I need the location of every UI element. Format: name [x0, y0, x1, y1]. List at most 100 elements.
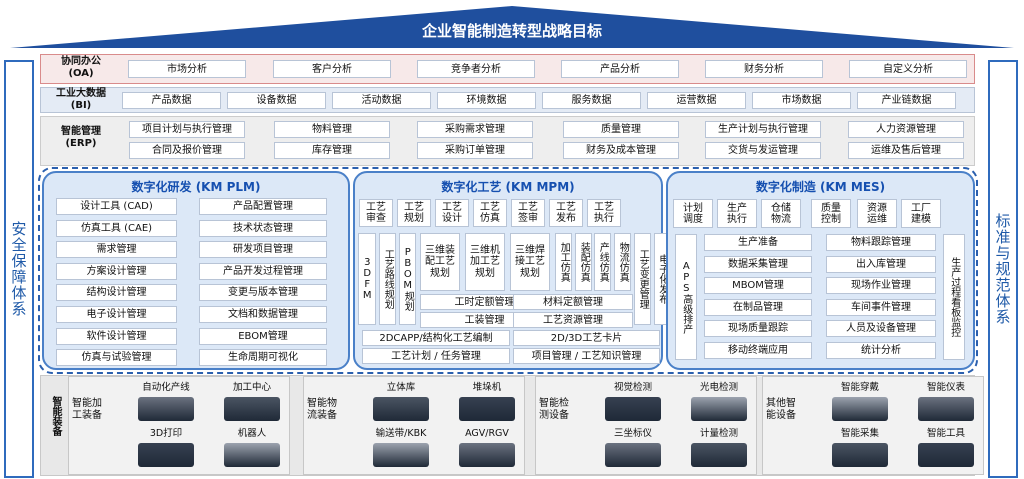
mes-col1-item: 在制品管理	[704, 298, 812, 316]
oa-item: 竞争者分析	[417, 60, 535, 78]
equipment-group-label: 智能检测设备	[539, 398, 569, 421]
plm-item: 需求管理	[56, 241, 177, 259]
mes-col2-item: 出入库管理	[826, 255, 936, 273]
equipment-image	[373, 397, 429, 421]
mes-top-item: 质量控制	[811, 199, 851, 228]
bi-label: 工业大数据 (BI)	[56, 88, 106, 111]
bi-item: 运营数据	[647, 92, 746, 109]
bi-item: 产业链数据	[857, 92, 956, 109]
oa-label: 协同办公 (OA)	[61, 56, 101, 79]
equipment-item-label: 机器人	[237, 428, 267, 439]
bi-item: 产品数据	[122, 92, 221, 109]
plm-item: 技术状态管理	[199, 219, 327, 237]
mpm-vert-item: 三维装配工艺规划	[420, 233, 460, 291]
mes-aps: APS高级排产	[675, 234, 697, 360]
mpm-top-item: 工艺审查	[359, 199, 393, 227]
page-title: 企业智能制造转型战略目标	[421, 22, 602, 40]
equipment-image	[605, 397, 661, 421]
plm-item: 电子设计管理	[56, 306, 177, 323]
mpm-mid-item: 工艺资源管理	[513, 312, 633, 328]
mpm-title: 数字化工艺 (KM MPM)	[441, 180, 575, 194]
plm-item: 生命周期可视化	[199, 349, 327, 367]
mpm-top-item: 工艺设计	[435, 199, 469, 227]
mes-col1-item: MBOM管理	[704, 277, 812, 294]
mpm-top-item: 工艺执行	[587, 199, 621, 227]
erp-label: 智能管理 (ERP)	[61, 126, 101, 149]
mes-col2-item: 车间事件管理	[826, 298, 936, 316]
plm-item: 变更与版本管理	[199, 284, 327, 302]
mpm-vert-item: PBOM规划	[399, 233, 416, 325]
equipment-image	[918, 443, 974, 467]
equipment-item-label: 加工中心	[232, 382, 271, 393]
plm-item: 产品开发过程管理	[199, 262, 327, 280]
equipment-item-label: 智能仪表	[926, 382, 965, 393]
oa-item: 市场分析	[128, 60, 246, 78]
erp-item: 库存管理	[274, 142, 390, 159]
mpm-top-item: 工艺发布	[549, 199, 583, 227]
equipment-image	[224, 397, 280, 421]
equipment-image	[459, 443, 515, 467]
mes-top-item: 资源运维	[857, 199, 897, 228]
oa-item: 产品分析	[561, 60, 679, 78]
mes-top-item: 计划调度	[673, 199, 713, 228]
equipment-item-label: 智能工具	[926, 428, 965, 439]
erp-item: 合同及报价管理	[129, 142, 245, 159]
equipment-group-label: 其他智能设备	[766, 398, 796, 421]
mes-top-item: 工厂建模	[901, 199, 941, 228]
mes-col2-item: 物料跟踪管理	[826, 234, 936, 251]
bi-item: 市场数据	[752, 92, 851, 109]
mpm-vert-item: 加工仿真	[555, 233, 572, 291]
equipment-group-label: 智能物流装备	[307, 398, 337, 421]
bi-item: 服务数据	[542, 92, 641, 109]
mpm-vert-item: 三维机加工艺规划	[465, 233, 505, 291]
erp-item: 生产计划与执行管理	[705, 121, 821, 138]
plm-title: 数字化研发 (KM PLM)	[131, 180, 261, 194]
equipment-image	[459, 397, 515, 421]
mes-col1-item: 生产准备	[704, 234, 812, 251]
plm-item: 仿真工具 (CAE)	[56, 219, 177, 237]
equipment-item-label: 堆垛机	[472, 382, 502, 393]
mpm-mid-item: 工艺计划 / 任务管理	[362, 348, 510, 364]
erp-item: 物料管理	[274, 121, 390, 138]
equipment-image	[691, 397, 747, 421]
equipment-group-label: 智能加工装备	[72, 398, 102, 421]
equipment-image	[605, 443, 661, 467]
oa-item: 自定义分析	[849, 60, 967, 78]
mpm-mid-item: 材料定额管理	[513, 294, 633, 310]
roof-banner	[10, 6, 1014, 48]
equipment-label: 智能装备	[50, 396, 61, 436]
plm-item: 结构设计管理	[56, 284, 177, 302]
mes-kanban: 生产过程看板监控	[943, 234, 965, 360]
left-security-system: 安全保障体系	[4, 60, 34, 478]
equipment-image	[832, 397, 888, 421]
equipment-image	[224, 443, 280, 467]
erp-item: 人力资源管理	[848, 121, 964, 138]
mpm-vert-item: 3DFM	[358, 233, 376, 325]
equipment-item-label: 光电检测	[699, 382, 738, 393]
mpm-vert-item: 三维焊接工艺规划	[510, 233, 550, 291]
mes-title: 数字化制造 (KM MES)	[755, 180, 886, 194]
erp-item: 采购需求管理	[417, 121, 533, 138]
mes-col2-item: 人员及设备管理	[826, 320, 936, 337]
digital-platform-frame	[38, 167, 978, 374]
equipment-image	[138, 397, 194, 421]
equipment-item-label: 智能采集	[840, 428, 879, 439]
bi-item: 设备数据	[227, 92, 326, 109]
mpm-top-item: 工艺规划	[397, 199, 431, 227]
plm-item: 产品配置管理	[199, 198, 327, 215]
mes-top-item: 生产执行	[717, 199, 757, 228]
right-standard-system: 标准与规范体系	[988, 60, 1018, 478]
mpm-vert-item: 产线仿真	[594, 233, 611, 291]
plm-item: 文档和数据管理	[199, 306, 327, 323]
plm-item: 软件设计管理	[56, 327, 177, 345]
bi-item: 环境数据	[437, 92, 536, 109]
equipment-item-label: 自动化产线	[142, 382, 190, 393]
mes-col2-item: 统计分析	[826, 341, 936, 359]
equipment-item-label: 3D打印	[149, 428, 183, 439]
mpm-mid-item: 2DCAPP/结构化工艺编制	[362, 330, 510, 346]
equipment-item-label: 计量检测	[699, 428, 738, 439]
plm-item: EBOM管理	[199, 327, 327, 345]
erp-item: 交货与发运管理	[705, 142, 821, 159]
plm-item: 设计工具 (CAD)	[56, 198, 177, 215]
equipment-item-label: AGV/RGV	[465, 428, 509, 439]
